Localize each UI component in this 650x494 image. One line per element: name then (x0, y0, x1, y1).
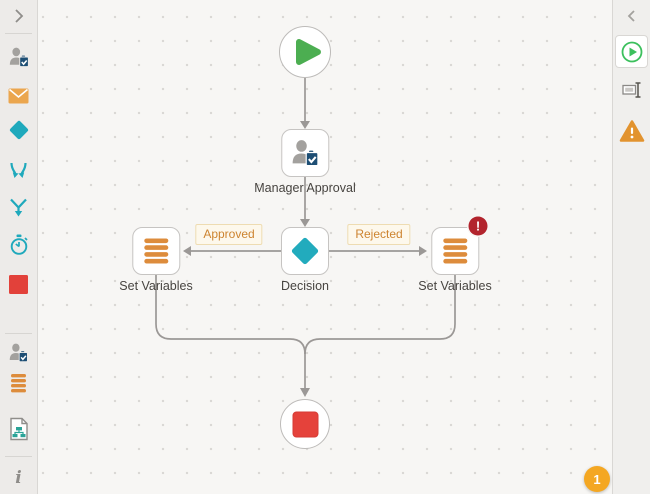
tool-email[interactable] (0, 82, 37, 110)
split-paths-icon (8, 161, 29, 181)
rename-icon (621, 79, 643, 101)
rename-tool-button[interactable] (613, 76, 650, 104)
toolbar-divider (5, 33, 32, 34)
node-end[interactable] (280, 399, 330, 449)
connector-label-rejected[interactable]: Rejected (347, 224, 411, 245)
tool-end-step[interactable] (0, 270, 37, 298)
info-icon: i (15, 467, 22, 488)
start-circle (279, 26, 331, 78)
tool-user-task-favorite[interactable] (0, 338, 37, 366)
tool-timer[interactable] (0, 231, 37, 259)
tool-info[interactable]: i (0, 464, 37, 492)
user-task-icon (8, 342, 29, 363)
node-manager-approval[interactable]: Manager Approval (254, 129, 356, 196)
decision-box (281, 227, 329, 275)
decision-diamond-icon (289, 235, 321, 267)
chevron-right-icon (10, 7, 28, 25)
stop-icon (292, 411, 319, 438)
right-toolbar (612, 0, 650, 494)
node-label: Set Variables (418, 279, 492, 293)
user-task-icon (290, 138, 320, 168)
node-set-variables-left[interactable]: Set Variables (119, 227, 193, 294)
workflow-canvas[interactable]: Manager Approval Decision Set Var (38, 0, 612, 494)
warning-icon (619, 119, 645, 143)
set-variables-icon (143, 237, 169, 265)
user-task-icon (8, 46, 30, 68)
start-tool-button[interactable] (615, 35, 648, 68)
expand-toolbar-button[interactable] (0, 2, 37, 30)
tool-merge-paths[interactable] (0, 194, 37, 222)
set-variables-box (131, 227, 180, 275)
node-label: Set Variables (119, 279, 193, 293)
toolbar-divider (5, 333, 32, 334)
set-variables-box (430, 227, 479, 275)
collapse-panel-button[interactable] (613, 2, 650, 30)
set-variables-icon (442, 237, 468, 265)
node-start[interactable] (279, 26, 331, 78)
timer-icon (9, 234, 29, 256)
sub-workflow-icon (8, 417, 30, 441)
end-step-icon (8, 274, 29, 295)
tool-user-task[interactable] (0, 43, 37, 71)
end-circle (280, 399, 330, 449)
set-variables-icon (9, 373, 28, 393)
start-green-play-icon (620, 40, 644, 64)
tool-sub-workflow[interactable] (0, 415, 37, 443)
tool-set-variables[interactable] (0, 369, 37, 397)
node-decision[interactable]: Decision (281, 227, 329, 294)
node-label: Manager Approval (254, 181, 356, 195)
manager-approval-box (280, 129, 329, 177)
node-label: Decision (281, 279, 329, 293)
tool-decision[interactable] (0, 116, 37, 144)
decision-diamond-icon (8, 119, 30, 141)
left-toolbar: i (0, 0, 38, 494)
warning-tool-button[interactable] (613, 117, 650, 145)
email-icon (8, 88, 29, 104)
notification-badge[interactable]: 1 (584, 466, 610, 492)
toolbar-divider (5, 456, 32, 457)
error-badge[interactable]: ! (468, 216, 488, 236)
chevron-left-icon (623, 7, 641, 25)
merge-paths-icon (8, 198, 29, 218)
play-icon (281, 28, 329, 76)
workflow-connectors[interactable] (38, 0, 612, 494)
tool-split-paths[interactable] (0, 157, 37, 185)
node-set-variables-right[interactable]: Set Variables (418, 227, 492, 294)
connector-label-approved[interactable]: Approved (195, 224, 263, 245)
